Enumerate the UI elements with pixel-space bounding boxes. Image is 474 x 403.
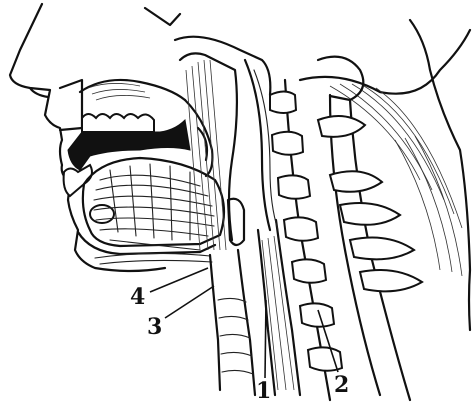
upper-lip [60, 80, 82, 130]
spinous-processes [318, 116, 422, 291]
leader-line-3 [165, 286, 214, 318]
label-1: 1 [256, 378, 271, 403]
label-2: 2 [334, 372, 349, 398]
label-3: 3 [147, 314, 162, 340]
palate-shading [88, 83, 150, 100]
tracheal-rings [218, 298, 253, 374]
pharynx-back-wall [245, 60, 270, 230]
label-4: 4 [130, 284, 145, 310]
leader-line-1 [265, 300, 266, 378]
leader-line-4 [150, 268, 208, 292]
pharyngeal-muscle-shading [186, 60, 226, 250]
mandible [78, 232, 215, 254]
upper-teeth [82, 114, 154, 132]
esophagus [258, 220, 300, 395]
posterior-neck-outline [300, 30, 470, 94]
larynx [210, 250, 255, 395]
